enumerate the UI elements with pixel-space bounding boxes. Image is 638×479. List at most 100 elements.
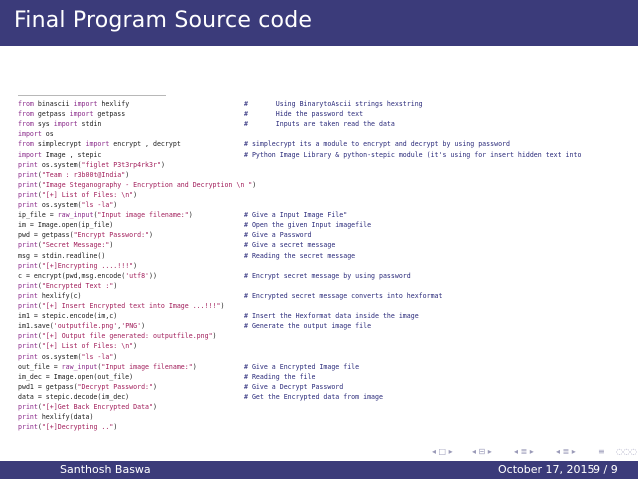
code-line: print("Team : r3b00t@India") xyxy=(18,170,618,180)
code-comment: # Hide the password text xyxy=(244,110,364,119)
code-comment: # Get the Encrypted data from image xyxy=(244,392,383,401)
code-token: import xyxy=(53,120,78,129)
code-token: ( xyxy=(37,403,42,411)
code-token: hexlify(data) xyxy=(37,413,94,422)
code-statement: from getpass import getpass xyxy=(18,110,125,118)
code-token: ) xyxy=(160,160,165,169)
code-token: os.system( xyxy=(37,160,82,169)
code-line: print("Secret Message:")# Give a secret … xyxy=(18,240,618,250)
code-comment: # Python Image Library & python-stepic m… xyxy=(244,150,582,159)
code-token: ( xyxy=(37,261,42,270)
code-comment: # Encrypted secret message converts into… xyxy=(244,291,443,300)
code-statement: im = Image.open(ip_file) xyxy=(18,221,113,229)
code-token: "Encrypt Password:" xyxy=(73,231,150,240)
code-token: hexlify(c) xyxy=(37,291,82,300)
code-statement: print os.system("ls -la") xyxy=(18,201,117,209)
code-statement: data = stepic.decode(im_dec) xyxy=(18,393,129,401)
code-token: print xyxy=(18,281,38,290)
code-line: print("[+] List of Files: \n") xyxy=(18,341,618,351)
code-comment: # Give a Password xyxy=(244,231,312,240)
code-statement: pwd = getpass("Encrypt Password:") xyxy=(18,231,153,239)
code-statement: print("[+]Decrypting ..") xyxy=(18,423,117,431)
code-token: "Image Steganography - Encryption and De… xyxy=(41,180,253,189)
code-line: from getpass import getpass # Hide the pa… xyxy=(18,109,618,119)
code-token: "Team : r3b00t@India" xyxy=(41,170,126,179)
code-statement: print("Image Steganography - Encryption … xyxy=(18,181,256,189)
code-statement: print("[+] List of Files: \n") xyxy=(18,342,137,350)
code-token: from xyxy=(18,100,34,108)
code-comment: # Give a secret message xyxy=(244,241,336,250)
code-token: ) xyxy=(153,403,157,411)
code-line: im = Image.open(ip_file) # Open the given… xyxy=(18,220,618,230)
code-token: msg = stdin.readline() xyxy=(18,251,106,260)
code-token: from xyxy=(18,110,34,119)
footer-page-number: 9 / 9 xyxy=(593,463,618,476)
code-token: ) xyxy=(113,201,118,209)
code-token: print xyxy=(18,170,38,179)
code-token: im = Image.open(ip_file) xyxy=(18,221,114,230)
code-line: print hexlify(data) xyxy=(18,412,618,422)
nav-align-icon[interactable]: ≡ xyxy=(598,447,605,456)
code-line: print("[+]Decrypting ..") xyxy=(18,422,618,432)
code-token: ( xyxy=(97,362,102,371)
code-token: im_dec = Image.open(out_file) xyxy=(18,372,134,381)
code-token: pwd = getpass( xyxy=(18,231,74,240)
code-comment: # simplecrypt its a module to encrypt an… xyxy=(244,140,510,149)
code-statement: print("[+] Insert Encrypted text into Im… xyxy=(18,302,224,310)
code-token: ( xyxy=(37,281,42,290)
code-statement: print("[+]Get Back Encrypted Data") xyxy=(18,403,157,411)
code-line: from simplecrypt import encrypt , decryp… xyxy=(18,139,618,149)
code-token: print xyxy=(18,413,38,422)
code-line: from binascii import hexlify# Using Bina… xyxy=(18,99,618,109)
code-comment: # Reading the file xyxy=(244,372,316,381)
code-statement: print os.system("ls -la") xyxy=(18,353,117,361)
code-token: ) xyxy=(149,231,153,240)
nav-prev-frame-icon[interactable]: ◂ ≣ ▸ xyxy=(514,447,534,456)
code-token: ( xyxy=(37,170,42,179)
code-token: ( xyxy=(37,180,42,189)
code-comment: # Open the given Input imagefile xyxy=(244,221,372,230)
code-token: im1.save( xyxy=(18,322,54,331)
code-token: hexlify xyxy=(97,100,130,108)
code-token: ) xyxy=(113,281,118,290)
code-token: data = stepic.decode(im_dec) xyxy=(18,392,130,401)
nav-first-icon[interactable]: ◂ □ ▸ xyxy=(432,447,453,456)
code-line: import os xyxy=(18,129,618,139)
code-token: "[+] List of Files: \n" xyxy=(41,190,134,199)
code-token: ( xyxy=(37,342,42,351)
code-statement: im1.save('outputfile.png','PNG') xyxy=(18,322,145,330)
code-comment: # Encrypt secret message by using passwo… xyxy=(244,271,411,280)
code-line: pwd = getpass("Encrypt Password:") # Give… xyxy=(18,230,618,240)
nav-search-icon[interactable]: ◌◌◌ xyxy=(616,447,637,456)
code-statement: print("[+]Encrypting ....!!!") xyxy=(18,262,137,270)
nav-next-frame-icon[interactable]: ◂ ≣ ▸ xyxy=(556,447,576,456)
code-token: ) xyxy=(188,211,193,220)
code-token: ) xyxy=(133,261,138,270)
code-token: "figlet P3t3rp4rk3r" xyxy=(81,160,161,169)
code-statement: import Image , stepic xyxy=(18,151,101,159)
code-token: ( xyxy=(93,211,98,220)
code-token: "[+] Output file generated: outputfile.p… xyxy=(41,332,213,341)
code-token: print xyxy=(18,423,38,432)
code-token: "[+]Decrypting .." xyxy=(41,423,114,432)
code-token: print xyxy=(18,201,38,209)
code-comment: # Give a Input Image File" xyxy=(244,211,348,220)
nav-prev-section-icon[interactable]: ◂ ⊟ ▸ xyxy=(472,447,492,456)
code-token: print xyxy=(18,332,38,341)
code-token: ) xyxy=(133,190,138,199)
code-line: im1.save('outputfile.png','PNG')# Genera… xyxy=(18,321,618,331)
code-token: encrypt , decrypt xyxy=(109,140,181,149)
code-statement: print("Encrypted Text :") xyxy=(18,282,117,290)
code-token: print xyxy=(18,352,38,361)
code-token: ip_file = xyxy=(18,211,58,220)
code-token: sys xyxy=(33,120,54,129)
code-token: print xyxy=(18,403,38,411)
code-token: ) xyxy=(113,423,118,432)
code-token: "[+]Encrypting ....!!!" xyxy=(41,261,134,270)
code-token: "Input image filename:" xyxy=(101,362,193,371)
code-token: print xyxy=(18,180,38,189)
code-line: c = encrypt(pwd,msg.encode('utf8'))# Enc… xyxy=(18,271,618,281)
code-token: 'outputfile.png' xyxy=(53,322,118,331)
code-statement: print("[+] Output file generated: output… xyxy=(18,332,217,340)
code-token: os xyxy=(41,130,54,139)
